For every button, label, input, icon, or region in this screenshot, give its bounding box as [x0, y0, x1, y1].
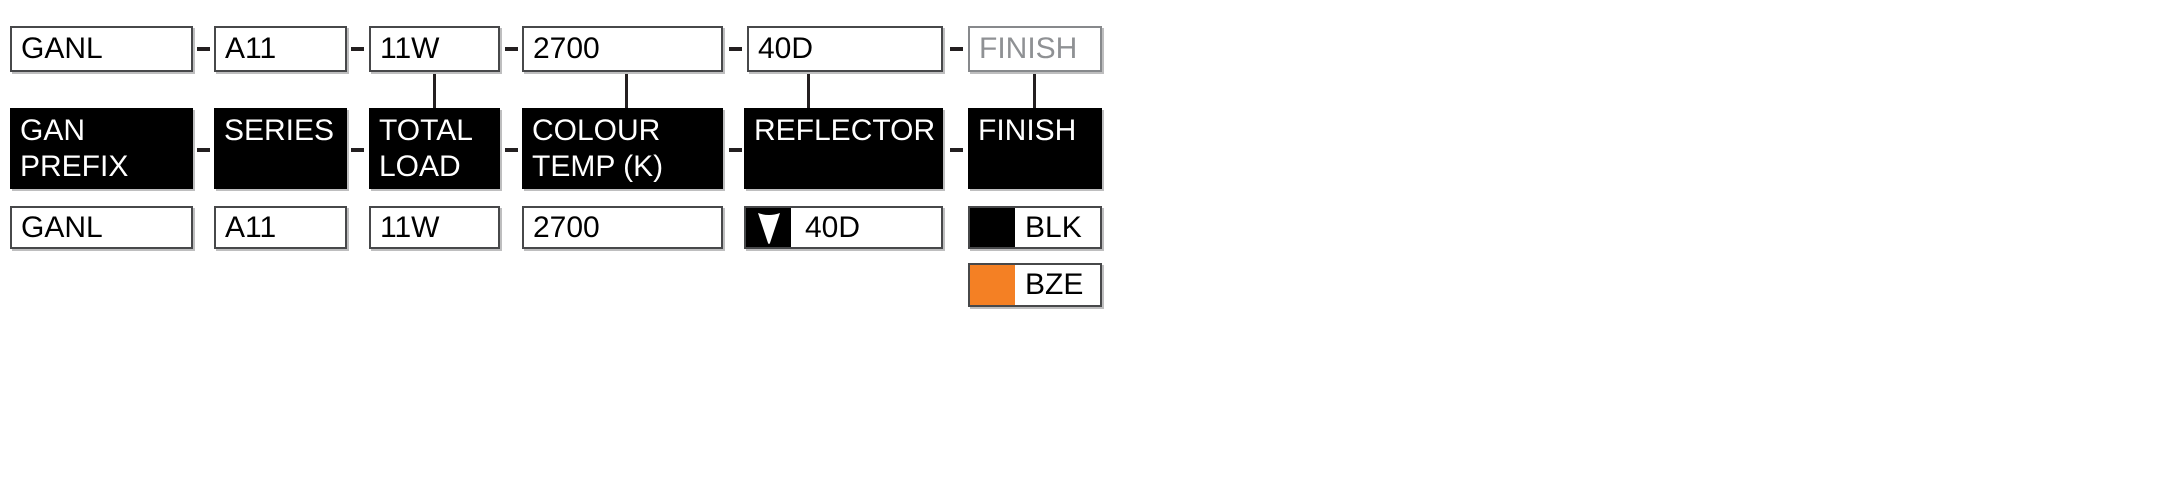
code-box-reflector: 40D — [747, 26, 943, 72]
code-text: 2700 — [533, 32, 600, 65]
header-line: PREFIX — [20, 150, 129, 183]
dash-separator — [505, 148, 518, 152]
code-box-series: A11 — [214, 26, 347, 72]
code-text: A11 — [225, 32, 277, 65]
option-colour-temp[interactable]: 2700 — [522, 206, 723, 249]
dash-separator — [351, 148, 364, 152]
header-line: COLOUR — [532, 114, 661, 147]
code-text: GANL — [21, 32, 103, 65]
header-line: REFLECTOR — [754, 114, 936, 147]
finish-option-bze[interactable]: BZE — [968, 263, 1102, 307]
code-text: 40D — [758, 32, 814, 65]
option-text: GANL — [21, 210, 103, 244]
dash-separator — [197, 148, 210, 152]
connector-line-reflector — [807, 74, 810, 108]
code-box-finish-placeholder: FINISH — [968, 26, 1102, 72]
option-total-load[interactable]: 11W — [369, 206, 500, 249]
dash-separator — [505, 47, 518, 51]
option-text: 11W — [380, 210, 440, 244]
beam-angle-icon — [746, 208, 791, 247]
code-placeholder-text: FINISH — [979, 32, 1078, 65]
dash-separator — [729, 47, 742, 51]
option-text: 40D — [805, 210, 861, 244]
header-line: GAN — [20, 114, 86, 147]
option-text: 2700 — [533, 210, 600, 244]
code-box-gan-prefix: GANL — [10, 26, 193, 72]
header-line: LOAD — [379, 150, 461, 183]
option-series[interactable]: A11 — [214, 206, 347, 249]
reflector-select[interactable]: 40D — [744, 206, 943, 249]
header-series: SERIES — [214, 108, 347, 189]
connector-line-finish — [1033, 74, 1036, 108]
color-swatch-blk — [970, 208, 1015, 247]
option-text: BLK — [1025, 210, 1082, 244]
header-line: FINISH — [978, 114, 1077, 147]
dash-separator — [729, 148, 742, 152]
header-line: TOTAL — [379, 114, 473, 147]
finish-option-blk[interactable]: BLK — [968, 206, 1102, 249]
dash-separator — [351, 47, 364, 51]
header-gan-prefix: GAN PREFIX — [10, 108, 193, 189]
option-gan-prefix[interactable]: GANL — [10, 206, 193, 249]
code-text: 11W — [380, 32, 440, 65]
connector-line-colour-temp — [625, 74, 628, 108]
dash-separator — [950, 47, 963, 51]
color-swatch-bze — [970, 265, 1015, 305]
dash-separator — [197, 47, 210, 51]
header-colour-temp: COLOUR TEMP (K) — [522, 108, 723, 189]
header-total-load: TOTAL LOAD — [369, 108, 500, 189]
code-box-colour-temp: 2700 — [522, 26, 723, 72]
header-finish: FINISH — [968, 108, 1102, 189]
option-text: A11 — [225, 210, 277, 244]
dash-separator — [950, 148, 963, 152]
header-reflector: REFLECTOR — [744, 108, 943, 189]
code-box-total-load: 11W — [369, 26, 500, 72]
header-line: SERIES — [224, 114, 335, 147]
connector-line-total-load — [433, 74, 436, 108]
header-line: TEMP (K) — [532, 150, 664, 183]
option-text: BZE — [1025, 268, 1084, 301]
